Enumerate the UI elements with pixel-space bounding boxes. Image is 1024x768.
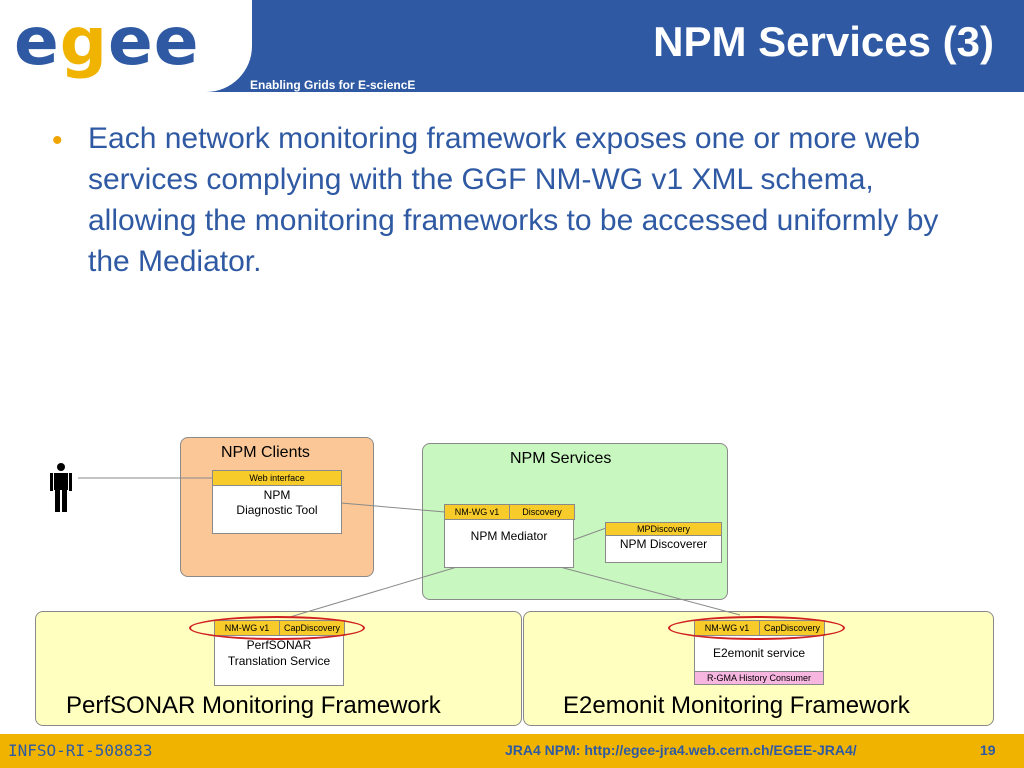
mediator-to-discoverer-line: [572, 527, 607, 541]
footer-bar: [0, 734, 1024, 768]
perfsonar-framework-title: PerfSONAR Monitoring Framework: [66, 692, 441, 719]
tagline: Enabling Grids for E-sciencE: [250, 78, 416, 92]
npm-services-title: NPM Services: [510, 450, 612, 467]
e2emonit-highlight-ring: [668, 616, 845, 640]
mediator-to-perfsonar-line: [289, 566, 458, 618]
mediator-nmwg-header: NM-WG v1: [444, 504, 510, 520]
diagnostic-tool-label: Diagnostic Tool: [236, 503, 318, 517]
npm-label: NPM: [263, 488, 291, 502]
tool-to-mediator-line: [340, 502, 446, 513]
perfsonar-label: PerfSONAR: [246, 638, 312, 652]
npm-mediator-box: NM-WG v1 Discovery NPM Mediator: [444, 504, 575, 568]
npm-mediator-label: NPM Mediator: [470, 529, 548, 543]
translation-service-label: Translation Service: [227, 654, 331, 668]
e2emonit-framework-title: E2emonit Monitoring Framework: [563, 692, 910, 719]
bullet-text: Each network monitoring framework expose…: [88, 122, 939, 278]
page-title: NPM Services (3): [653, 18, 994, 65]
bullet-marker: •: [52, 124, 63, 157]
rgma-history-consumer: R-GMA History Consumer: [694, 671, 824, 685]
mediator-to-e2emonit-line: [559, 566, 741, 616]
user-icon: [50, 463, 72, 512]
mpdiscovery-header: MPDiscovery: [605, 522, 722, 536]
perfsonar-highlight-ring: [189, 616, 365, 640]
npm-discoverer-label: NPM Discoverer: [619, 537, 708, 551]
web-interface-header: Web interface: [212, 470, 342, 486]
npm-discoverer-box: MPDiscovery NPM Discoverer: [605, 522, 722, 563]
logo-wordmark: egee: [14, 3, 200, 80]
mediator-discovery-header: Discovery: [509, 504, 575, 520]
npm-clients-title: NPM Clients: [221, 444, 310, 461]
e2emonit-service-label: E2emonit service: [712, 646, 806, 660]
page-number: 19: [980, 742, 996, 758]
footer-project-id: INFSO-RI-508833: [8, 741, 153, 760]
footer-url: JRA4 NPM: http://egee-jra4.web.cern.ch/E…: [505, 742, 857, 758]
logo: egee: [0, 0, 252, 92]
npm-diagnostic-tool-box: Web interface NPM Diagnostic Tool: [212, 470, 342, 534]
